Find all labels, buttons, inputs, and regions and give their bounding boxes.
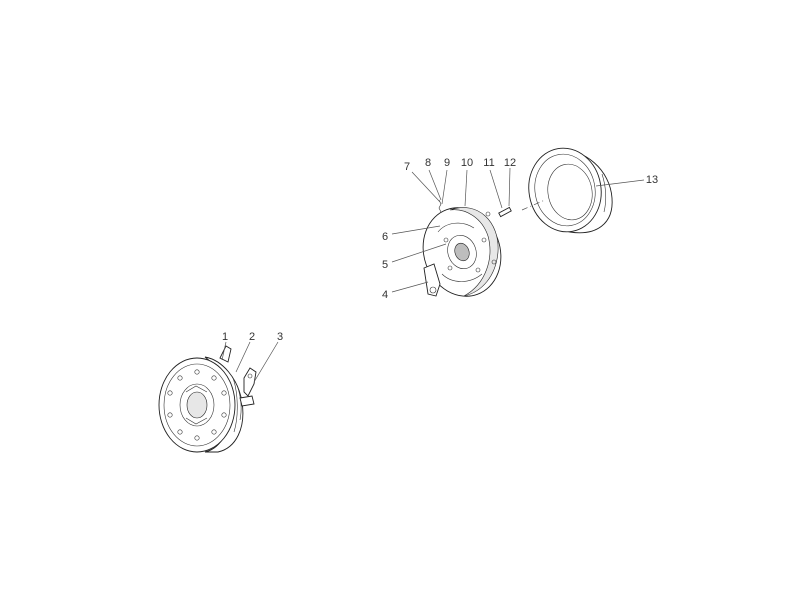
callout-2: 2 — [235, 331, 255, 373]
callout-9: 9 — [441, 157, 450, 205]
axis-line — [521, 199, 546, 211]
callout-label: 3 — [277, 331, 283, 343]
callout-6: 6 — [382, 225, 441, 243]
callout-label: 2 — [249, 331, 255, 343]
callout-label: 8 — [425, 157, 431, 169]
assembled-brake-drum — [158, 345, 257, 453]
callout-label: 7 — [404, 161, 410, 173]
callout-label: 9 — [444, 157, 450, 169]
callout-3: 3 — [253, 331, 283, 383]
callout-label: 12 — [504, 157, 516, 169]
callout-1: 1 — [221, 331, 228, 361]
callouts: 1 2 3 4 5 6 7 8 — [221, 157, 658, 383]
callout-label: 11 — [483, 157, 494, 169]
callout-10: 10 — [461, 157, 473, 207]
callout-label: 4 — [382, 289, 388, 301]
callout-7: 7 — [404, 161, 441, 203]
callout-13: 13 — [595, 174, 658, 187]
callout-label: 1 — [222, 331, 228, 343]
callout-8: 8 — [425, 157, 442, 201]
callout-label: 13 — [646, 174, 658, 186]
callout-12: 12 — [504, 157, 516, 207]
callout-label: 10 — [461, 157, 473, 169]
callout-11: 11 — [483, 157, 503, 209]
backing-plate-assembly — [422, 199, 512, 297]
callout-4: 4 — [382, 281, 429, 301]
callout-label: 6 — [382, 231, 388, 243]
callout-5: 5 — [382, 243, 447, 271]
callout-label: 5 — [382, 259, 388, 271]
brake-drum — [528, 147, 613, 234]
